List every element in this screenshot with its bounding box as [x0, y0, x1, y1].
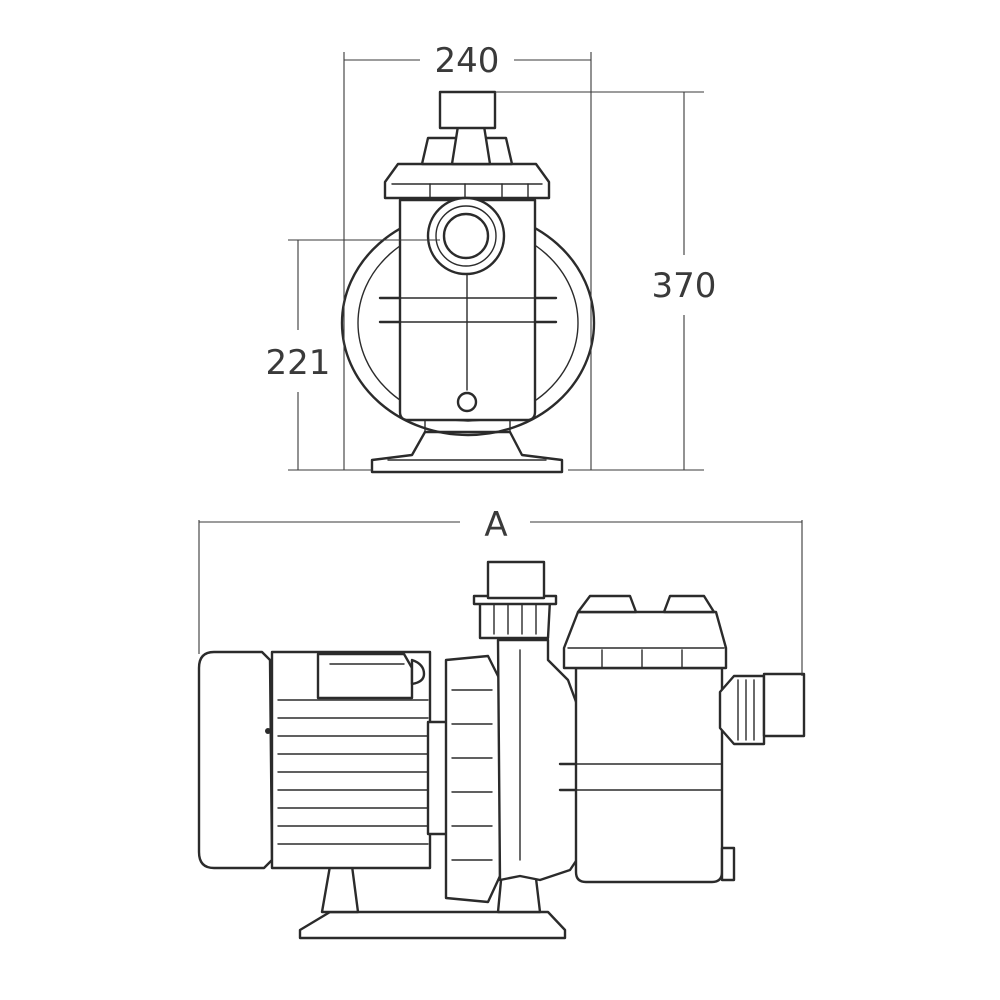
- front-view-lid: [383, 90, 551, 200]
- dimension-width-label: 240: [435, 41, 500, 81]
- dimension-inlet-height-label: 221: [266, 343, 331, 383]
- dimension-length-label: A: [484, 505, 507, 545]
- side-view-strainer-lid: [562, 594, 728, 670]
- side-view-base: [298, 864, 567, 940]
- dimension-width: [343, 52, 592, 470]
- dimension-inlet-height: [288, 239, 440, 471]
- front-view-inlet-port: [426, 196, 506, 276]
- dimension-height: [495, 91, 704, 471]
- side-view-outlet-port: [472, 560, 558, 640]
- side-view-impeller-housing: [444, 654, 502, 904]
- side-view-strainer-housing: [558, 666, 736, 884]
- dimension-height-label: 370: [652, 266, 717, 306]
- side-view-motor-endcap: [197, 650, 274, 870]
- side-view-inlet-port: [718, 672, 806, 746]
- side-view: A: [197, 505, 806, 940]
- dimension-length: [198, 520, 803, 676]
- front-view-base: [370, 417, 564, 474]
- side-view-terminal-box: [316, 652, 426, 700]
- side-view-motor-body: [265, 650, 432, 870]
- front-view: 240 370 221: [266, 41, 717, 474]
